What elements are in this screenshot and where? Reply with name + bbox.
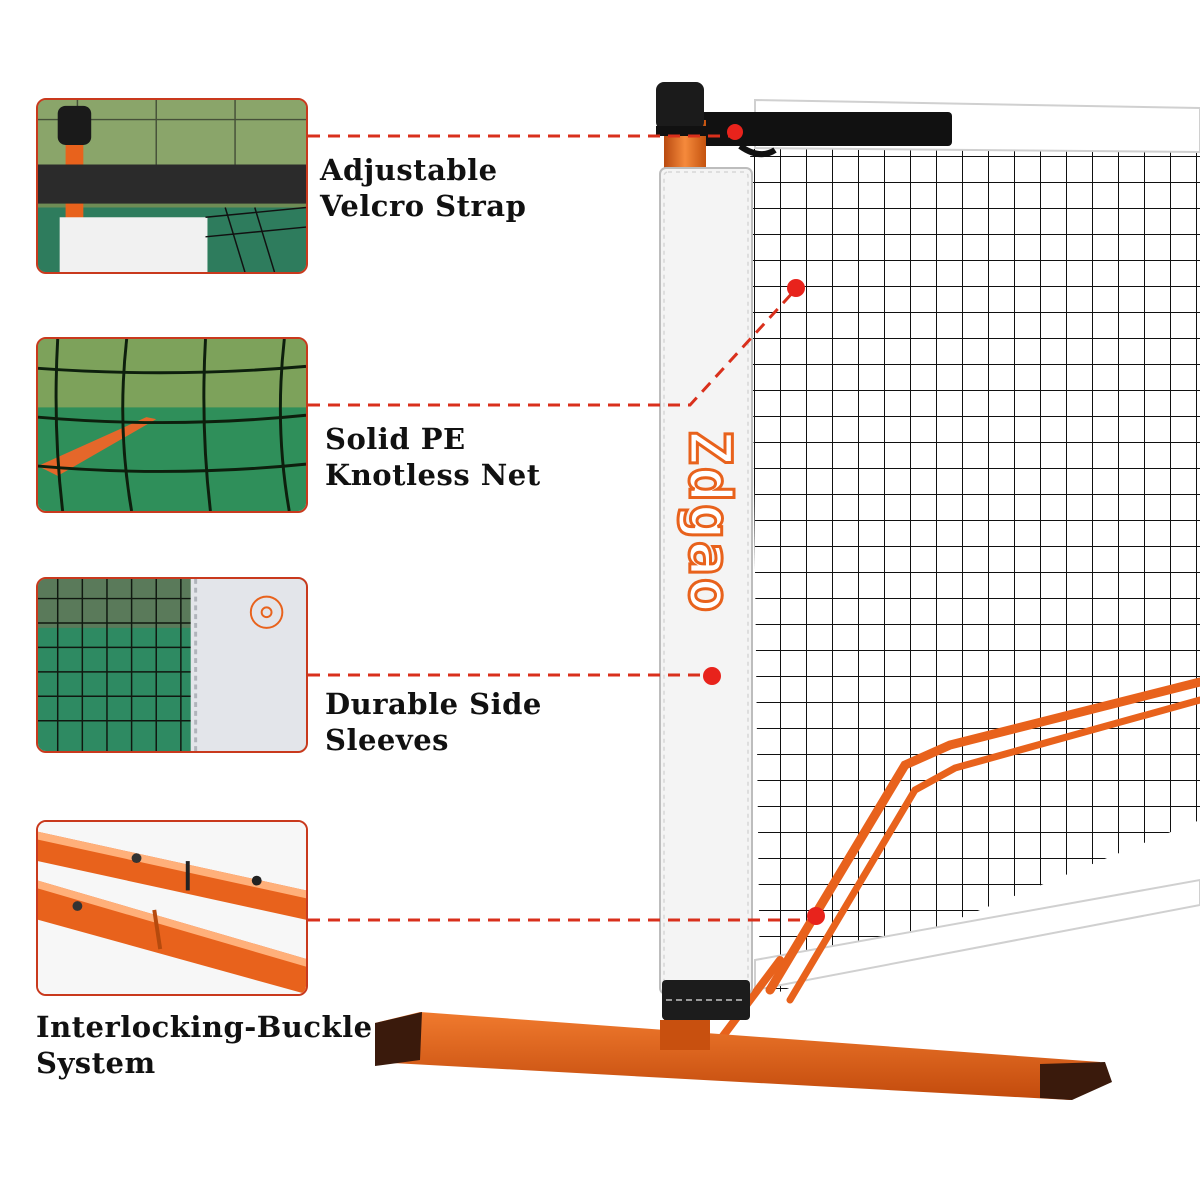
thumbnail-interlocking-buckle [36, 820, 308, 996]
side-sleeve: Zdgao [659, 167, 753, 1020]
velcro-strap [700, 112, 952, 158]
callout-dots [703, 124, 825, 925]
net-mesh [750, 98, 1200, 1000]
thumbnail-velcro-strap [36, 98, 308, 274]
base-stand [375, 1012, 1112, 1100]
brand-logo: Zdgao [676, 430, 744, 615]
thumbnail-side-sleeves [36, 577, 308, 753]
thumbnail-knotless-net [36, 337, 308, 513]
callout-lines [308, 134, 815, 922]
